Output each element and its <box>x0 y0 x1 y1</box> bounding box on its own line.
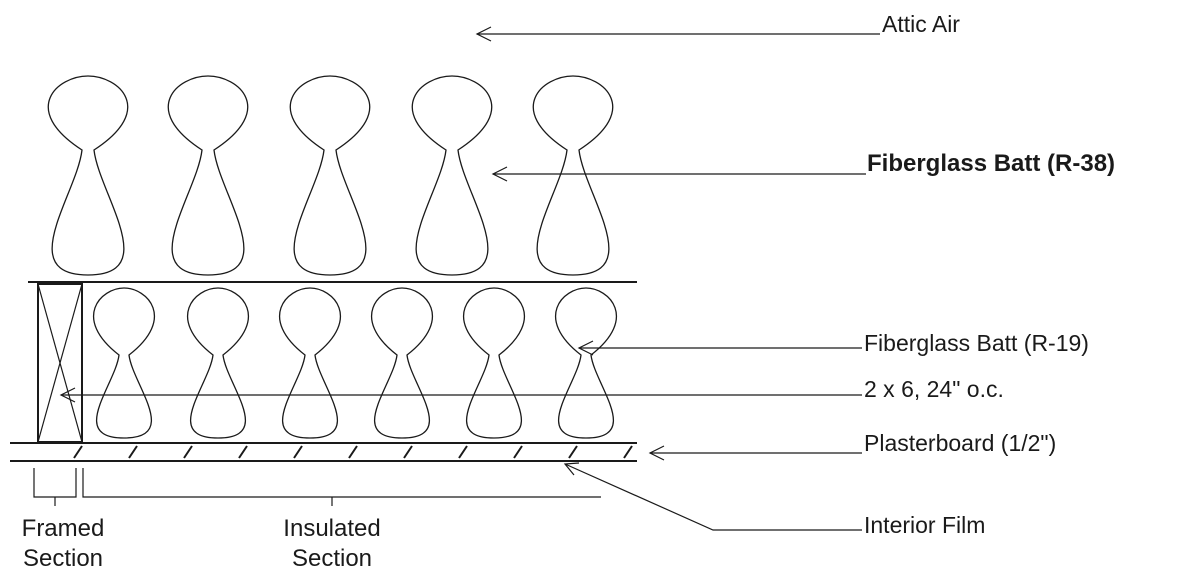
plasterboard-hatch <box>513 445 523 459</box>
lower-batt-lobe <box>93 287 155 439</box>
stud-cross-line-2 <box>37 283 83 443</box>
plasterboard-hatch <box>293 445 303 459</box>
plasterboard-hatch <box>73 445 83 459</box>
upper-batt-lobe <box>47 75 129 276</box>
lower-batt-lobe <box>463 287 525 439</box>
plasterboard-hatch <box>568 445 578 459</box>
framed-section-label: Framed Section <box>8 514 118 574</box>
lower-batt-layer <box>93 287 617 439</box>
lower-batt-lobe <box>187 287 249 439</box>
upper-batt-lobe <box>289 75 371 276</box>
plasterboard-hatch <box>458 445 468 459</box>
plasterboard-hatch <box>238 445 248 459</box>
plasterboard-hatching <box>73 445 633 459</box>
framed-section-bracket <box>33 468 77 498</box>
upper-batt-lobe <box>411 75 493 276</box>
plasterboard-label: Plasterboard (1/2") <box>864 430 1057 456</box>
batt-r38-arrow <box>491 166 866 182</box>
interior-film-label: Interior Film <box>864 512 986 538</box>
plasterboard-arrow <box>648 445 862 461</box>
attic-air-arrow <box>475 26 880 42</box>
plasterboard-hatch <box>348 445 358 459</box>
batt-r19-arrow <box>577 340 862 356</box>
batt-r38-label: Fiberglass Batt (R-38) <box>867 150 1116 177</box>
lower-batt-lobe <box>371 287 433 439</box>
plasterboard-hatch <box>403 445 413 459</box>
upper-batt-lobe <box>532 75 614 276</box>
lower-batt-lobe <box>555 287 617 439</box>
plasterboard-hatch <box>128 445 138 459</box>
upper-batt-lobe <box>167 75 249 276</box>
plasterboard-hatch <box>183 445 193 459</box>
leader-lines <box>59 26 880 531</box>
insulated-section-line1: Insulated <box>283 515 381 542</box>
stud-arrow <box>59 387 862 403</box>
insulated-section-bracket <box>82 468 601 498</box>
framed-section-line2: Section <box>22 545 104 572</box>
insulated-section-label: Insulated Section <box>277 514 387 574</box>
section-brackets <box>33 468 601 506</box>
upper-batt-layer <box>47 75 614 276</box>
stud-framing <box>37 283 83 443</box>
batt-r19-label: Fiberglass Batt (R-19) <box>864 330 1089 356</box>
insulated-section-line2: Section <box>291 545 373 572</box>
plasterboard-layer <box>10 442 637 462</box>
attic-air-label: Attic Air <box>882 11 960 37</box>
lower-batt-lobe <box>279 287 341 439</box>
interior-film-arrow <box>563 462 862 531</box>
framed-section-line1: Framed <box>21 515 105 542</box>
plasterboard-hatch <box>623 445 633 459</box>
stud-label: 2 x 6, 24" o.c. <box>864 376 1004 402</box>
